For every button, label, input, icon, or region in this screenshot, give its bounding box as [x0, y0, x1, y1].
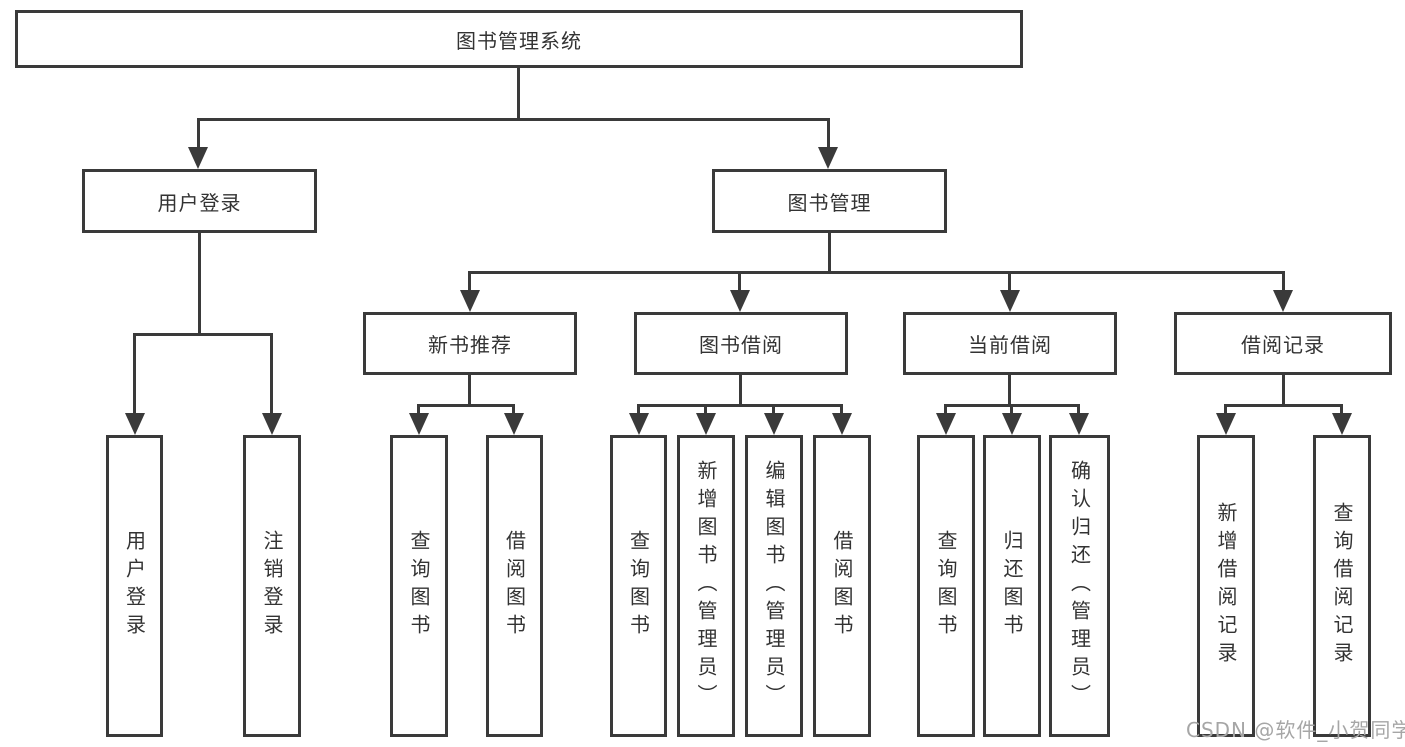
leaf-query-books-recommend: 查询图书	[390, 435, 448, 737]
leaf-label: 新增图书（管理员）	[694, 460, 718, 712]
connector-line	[133, 333, 136, 415]
connector-line	[1008, 375, 1011, 406]
leaf-label: 查询借阅记录	[1330, 502, 1354, 670]
node-book-borrowing: 图书借阅	[634, 312, 848, 375]
down-arrow-icon	[504, 413, 524, 435]
connector-line	[1077, 404, 1080, 416]
down-arrow-icon	[696, 413, 716, 435]
connector-line	[840, 404, 843, 416]
down-arrow-icon	[818, 147, 838, 169]
node-library-system-label: 图书管理系统	[456, 28, 582, 53]
leaf-query-books-current: 查询图书	[917, 435, 975, 737]
connector-line	[270, 333, 273, 415]
connector-line	[133, 333, 273, 336]
leaf-label: 新增借阅记录	[1214, 502, 1238, 670]
connector-line	[739, 375, 742, 406]
down-arrow-icon	[764, 413, 784, 435]
leaf-label: 查询图书	[934, 530, 958, 642]
connector-line	[417, 404, 420, 416]
node-new-book-recommend: 新书推荐	[363, 312, 577, 375]
connector-line	[417, 404, 515, 407]
node-user-login: 用户登录	[82, 169, 317, 233]
connector-line	[198, 233, 201, 334]
connector-line	[517, 68, 520, 120]
connector-line	[468, 375, 471, 406]
node-library-system: 图书管理系统	[15, 10, 1023, 68]
leaf-borrow-books-recommend: 借阅图书	[486, 435, 543, 737]
leaf-label: 用户登录	[122, 530, 147, 642]
leaf-label: 查询图书	[407, 530, 431, 642]
connector-line	[1008, 271, 1011, 293]
connector-line	[704, 404, 707, 416]
connector-line	[512, 404, 515, 416]
down-arrow-icon	[1216, 413, 1236, 435]
leaf-edit-books-admin: 编辑图书（管理员）	[745, 435, 803, 737]
node-book-borrowing-label: 图书借阅	[699, 333, 783, 357]
down-arrow-icon	[409, 413, 429, 435]
leaf-label: 确认归还（管理员）	[1067, 460, 1092, 712]
connector-line	[637, 404, 640, 416]
leaf-label: 注销登录	[260, 530, 284, 642]
down-arrow-icon	[125, 413, 145, 435]
connector-line	[637, 404, 843, 407]
node-book-management-label: 图书管理	[787, 190, 872, 215]
node-borrowing-records: 借阅记录	[1174, 312, 1392, 375]
leaf-label: 归还图书	[1000, 530, 1024, 642]
connector-line	[1282, 375, 1285, 406]
node-user-login-label: 用户登录	[157, 190, 242, 215]
down-arrow-icon	[832, 413, 852, 435]
connector-line	[1340, 404, 1343, 416]
leaf-confirm-return-admin: 确认归还（管理员）	[1049, 435, 1110, 737]
connector-line	[772, 404, 775, 416]
leaf-query-borrow-record: 查询借阅记录	[1313, 435, 1371, 737]
leaf-add-borrow-record: 新增借阅记录	[1197, 435, 1255, 737]
connector-line	[828, 233, 831, 273]
connector-line	[468, 271, 471, 293]
leaf-label: 借阅图书	[830, 530, 854, 642]
down-arrow-icon	[629, 413, 649, 435]
leaf-add-books-admin: 新增图书（管理员）	[677, 435, 735, 737]
connector-line	[468, 271, 1285, 274]
connector-line	[1010, 404, 1013, 416]
leaf-logout: 注销登录	[243, 435, 301, 737]
down-arrow-icon	[1069, 413, 1089, 435]
down-arrow-icon	[936, 413, 956, 435]
down-arrow-icon	[1000, 290, 1020, 312]
leaf-user-login: 用户登录	[106, 435, 163, 737]
leaf-label: 编辑图书（管理员）	[762, 460, 786, 712]
node-current-borrowing: 当前借阅	[903, 312, 1117, 375]
node-borrowing-records-label: 借阅记录	[1241, 333, 1325, 357]
down-arrow-icon	[1273, 290, 1293, 312]
down-arrow-icon	[730, 290, 750, 312]
down-arrow-icon	[460, 290, 480, 312]
node-book-management: 图书管理	[712, 169, 947, 233]
down-arrow-icon	[262, 413, 282, 435]
node-current-borrowing-label: 当前借阅	[968, 333, 1052, 357]
connector-line	[197, 118, 830, 121]
leaf-query-books-borrowing: 查询图书	[610, 435, 667, 737]
leaf-return-books: 归还图书	[983, 435, 1041, 737]
leaf-borrow-books: 借阅图书	[813, 435, 871, 737]
connector-line	[944, 404, 947, 416]
connector-line	[197, 118, 200, 150]
connector-line	[1224, 404, 1343, 407]
connector-line	[1282, 271, 1285, 293]
down-arrow-icon	[1332, 413, 1352, 435]
connector-line	[1224, 404, 1227, 416]
leaf-label: 借阅图书	[502, 530, 527, 642]
connector-line	[738, 271, 741, 293]
connector-line	[827, 118, 830, 150]
node-new-book-recommend-label: 新书推荐	[428, 333, 512, 357]
down-arrow-icon	[188, 147, 208, 169]
down-arrow-icon	[1002, 413, 1022, 435]
csdn-watermark: CSDN @软件_小贺同学	[1186, 718, 1405, 742]
leaf-label: 查询图书	[626, 530, 651, 642]
